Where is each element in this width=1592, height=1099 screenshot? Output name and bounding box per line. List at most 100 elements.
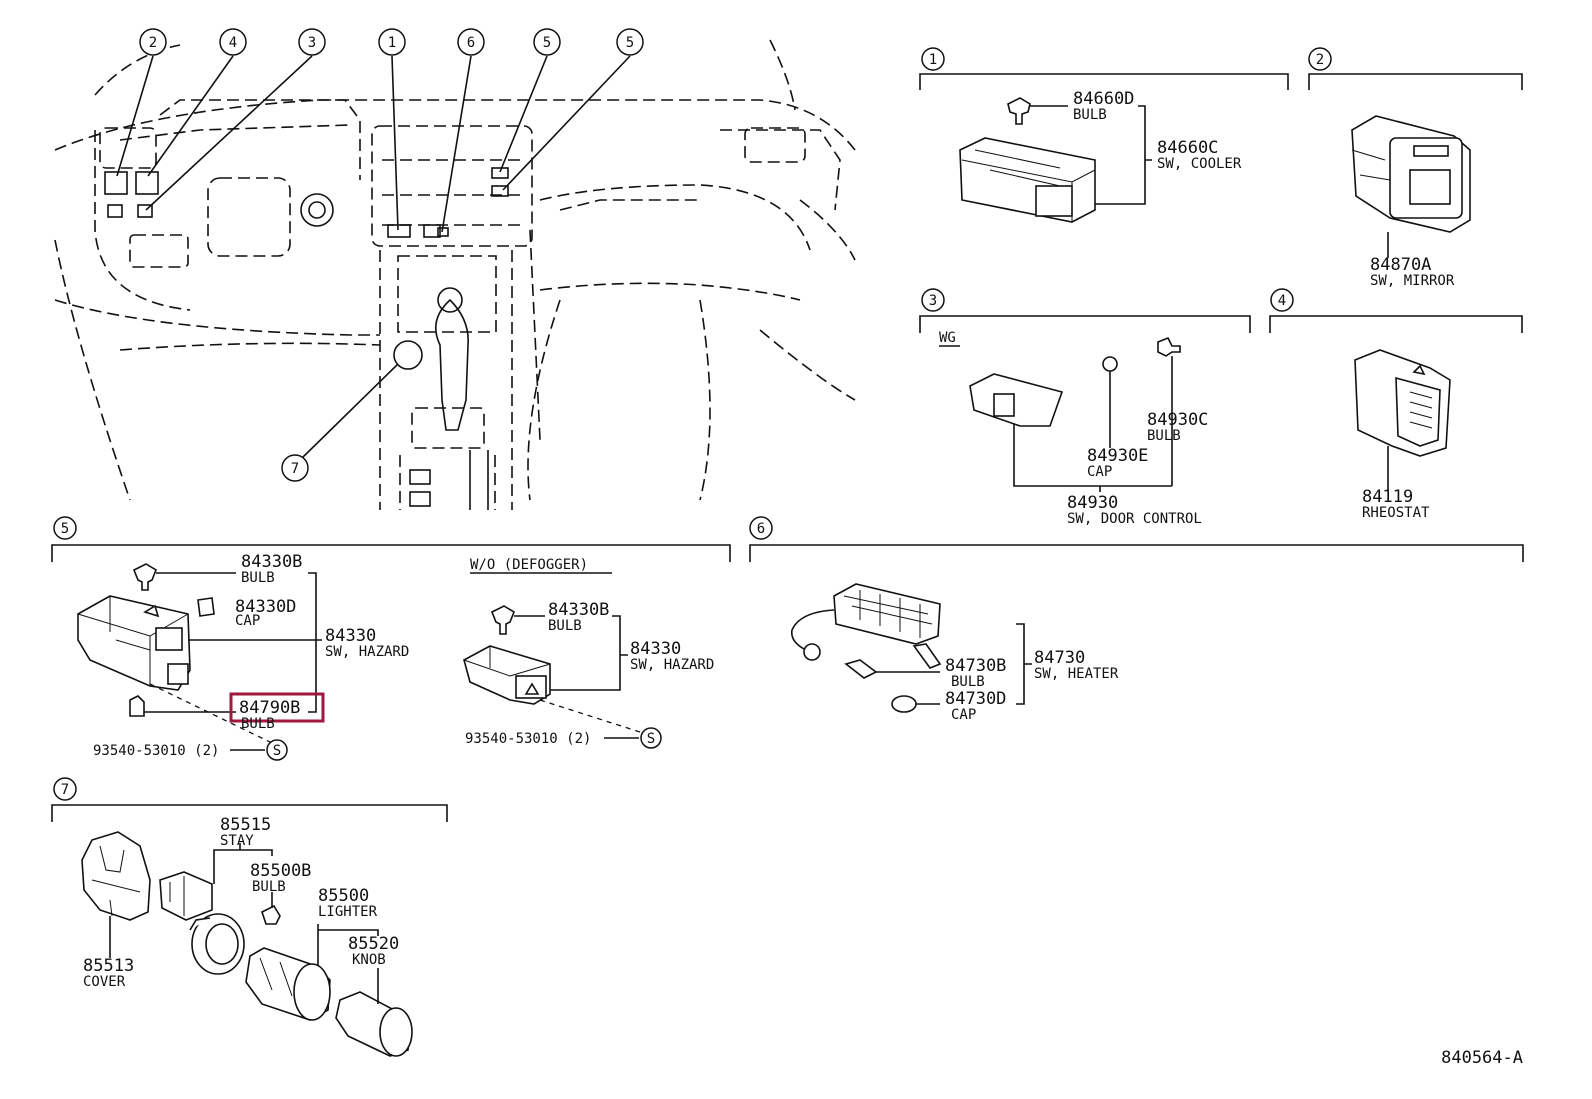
- group-4: 4 84119 RHEOSTAT: [1269, 288, 1523, 521]
- part-number: 84660C: [1157, 138, 1218, 158]
- group-number: 2: [1316, 52, 1324, 68]
- callout-label: 3: [308, 35, 316, 51]
- part-desc: STAY: [220, 833, 254, 849]
- part-desc: LIGHTER: [318, 904, 378, 920]
- part-number: 85500B: [250, 861, 311, 881]
- group-7: 7 85515 STAY 85500B BULB 85500 LIGHTER 8…: [51, 777, 448, 1057]
- callout-label: 5: [543, 35, 551, 51]
- part-desc: CAP: [235, 613, 260, 629]
- screw-symbol: S: [273, 743, 281, 759]
- callout-label: 4: [229, 35, 237, 51]
- diagram-code: 840564-A: [1441, 1048, 1523, 1068]
- lighter-ring: [191, 913, 245, 975]
- part-desc: BULB: [951, 674, 985, 690]
- part-desc: CAP: [1087, 464, 1112, 480]
- part-number: 84930E: [1087, 446, 1148, 466]
- part-number: 84930: [1067, 493, 1118, 513]
- callout-circle-3: [298, 28, 326, 56]
- part-desc: BULB: [241, 716, 275, 732]
- callout-label: 1: [388, 35, 396, 51]
- variant-label: WG: [939, 330, 956, 346]
- cap-84930e: [1102, 356, 1118, 372]
- callout-circle-4: [219, 28, 247, 56]
- part-number: 84330B: [548, 600, 609, 620]
- part-number: 93540-53010 (2): [465, 731, 591, 747]
- part-number-highlighted[interactable]: 84790B: [239, 698, 300, 718]
- callout-label: 5: [626, 35, 634, 51]
- group-number: 7: [61, 782, 69, 798]
- part-desc: SW, MIRROR: [1370, 273, 1455, 289]
- overview-callouts: 2 4 3 1 6 5 5 7: [116, 28, 644, 482]
- bulb-84330b-alt: [490, 605, 515, 635]
- dashboard-overview: [54, 39, 856, 510]
- part-number: 84330B: [241, 552, 302, 572]
- part-desc: BULB: [1073, 107, 1107, 123]
- group-number: 1: [929, 52, 937, 68]
- bulb-85500b: [261, 904, 281, 925]
- part-desc: SW, DOOR CONTROL: [1067, 511, 1202, 527]
- part-desc: KNOB: [352, 952, 386, 968]
- part-number: 85500: [318, 886, 369, 906]
- part-number: 85520: [348, 934, 399, 954]
- bulb-84330b: [132, 563, 157, 591]
- group-number: 5: [61, 521, 69, 537]
- part-number: 84119: [1362, 487, 1413, 507]
- part-desc: BULB: [241, 570, 275, 586]
- part-number: 84330: [630, 639, 681, 659]
- cap-84330d: [197, 597, 215, 617]
- part-number: 93540-53010 (2): [93, 743, 219, 759]
- part-number: 85515: [220, 815, 271, 835]
- callout-circle-2: [139, 28, 167, 56]
- part-number: 84330D: [235, 597, 296, 617]
- part-desc: BULB: [548, 618, 582, 634]
- group-5: 5 S 84330B BULB 84330D CAP 84330 SW, HAZ…: [51, 516, 731, 761]
- callout-label: 6: [467, 35, 475, 51]
- group-number: 3: [929, 293, 937, 309]
- group-3: 3 WG 84930C BULB 84930E CAP 84930 SW, DO…: [919, 288, 1251, 527]
- part-desc: SW, COOLER: [1157, 156, 1242, 172]
- callout-circle-6: [457, 28, 485, 56]
- part-desc: BULB: [252, 879, 286, 895]
- highlight-box: [229, 692, 325, 723]
- part-desc: SW, HAZARD: [325, 644, 409, 660]
- callout-label: 2: [149, 35, 157, 51]
- cover-85513: [81, 831, 151, 921]
- stay-85515: [159, 871, 213, 921]
- part-number: 84930C: [1147, 410, 1208, 430]
- bulb-84930c: [1157, 336, 1181, 357]
- part-number: 84330: [325, 626, 376, 646]
- callout-circle-7: [281, 454, 309, 482]
- rheostat: [1354, 349, 1451, 457]
- part-desc: SW, HAZARD: [630, 657, 714, 673]
- group-2: 2 84870A SW, MIRROR: [1308, 47, 1523, 289]
- part-number: 84730: [1034, 648, 1085, 668]
- bulb-84790b: [129, 695, 145, 717]
- group-6: 6 84730B BULB 84730 SW, HEATER 84730D CA…: [749, 516, 1524, 723]
- part-number: 84660D: [1073, 89, 1134, 109]
- part-desc: SW, HEATER: [1034, 666, 1119, 682]
- screw-symbol: S: [647, 731, 655, 747]
- part-number: 85513: [83, 956, 134, 976]
- callout-circle-5: [533, 28, 561, 56]
- bulb-84660d: [1007, 97, 1031, 125]
- callout-circle-1: [378, 28, 406, 56]
- part-number: 84730D: [945, 689, 1006, 709]
- part-desc: BULB: [1147, 428, 1181, 444]
- part-desc: RHEOSTAT: [1362, 505, 1430, 521]
- group-number: 6: [757, 521, 765, 537]
- variant-title: W/O (DEFOGGER): [470, 557, 588, 573]
- part-desc: CAP: [951, 707, 976, 723]
- part-number: 84730B: [945, 656, 1006, 676]
- callout-label: 7: [291, 461, 299, 477]
- bulb-84730b: [844, 659, 878, 679]
- callout-circle-5b: [616, 28, 644, 56]
- group-1: 1 84660D BULB 84660C SW, COOLER: [919, 47, 1289, 223]
- door-control-switch: [969, 373, 1064, 427]
- part-desc: COVER: [83, 974, 126, 990]
- group-number: 4: [1278, 293, 1286, 309]
- part-number: 84870A: [1370, 255, 1431, 275]
- cooler-switch: [959, 137, 1096, 223]
- hazard-switch: [77, 595, 191, 691]
- cap-84730d: [891, 695, 917, 713]
